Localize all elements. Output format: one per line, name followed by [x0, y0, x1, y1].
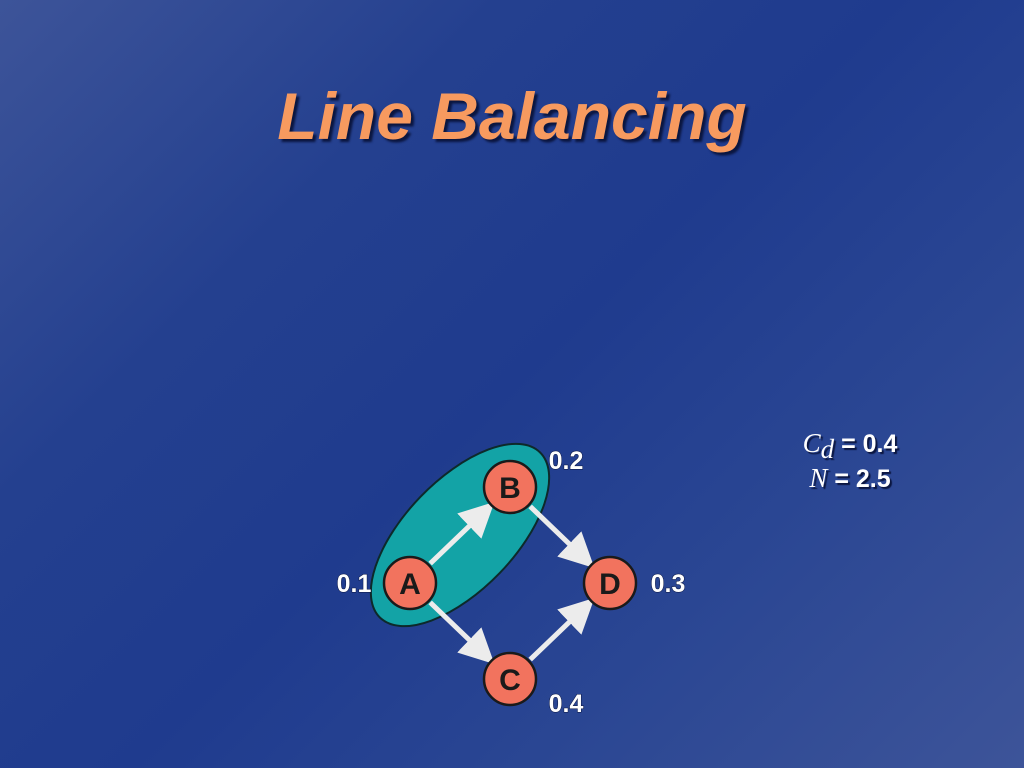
task-node-a: [382, 555, 438, 611]
edge-b-d-arrow: [528, 504, 595, 569]
formula-cd-symbol: C: [802, 428, 821, 458]
formula-cycle-time: Cd = 0.4: [790, 428, 910, 465]
task-node-c-label: C: [499, 664, 521, 697]
task-node-a-label: A: [399, 568, 421, 601]
task-time-a: 0.1: [337, 570, 372, 598]
slide-title: Line Balancing: [277, 79, 747, 153]
task-node-d-label: D: [599, 568, 621, 601]
formula-n-symbol: N: [809, 463, 828, 493]
edge-a-c-arrow: [428, 600, 495, 665]
formula-cd-value: = 0.4: [841, 430, 898, 458]
task-node-b: [482, 459, 538, 515]
edge-a-b-arrow: [428, 501, 495, 566]
task-node-d: [582, 555, 638, 611]
task-time-c: 0.4: [549, 690, 584, 718]
task-time-d: 0.3: [651, 570, 686, 598]
task-node-c: [482, 651, 538, 707]
task-time-b: 0.2: [549, 447, 584, 475]
formula-cd-subscript: d: [820, 434, 835, 464]
formula-n-value: = 2.5: [834, 465, 891, 493]
edge-c-d-arrow: [528, 597, 595, 662]
task-node-b-label: B: [499, 472, 521, 505]
formula-station-count: N = 2.5: [790, 463, 910, 494]
